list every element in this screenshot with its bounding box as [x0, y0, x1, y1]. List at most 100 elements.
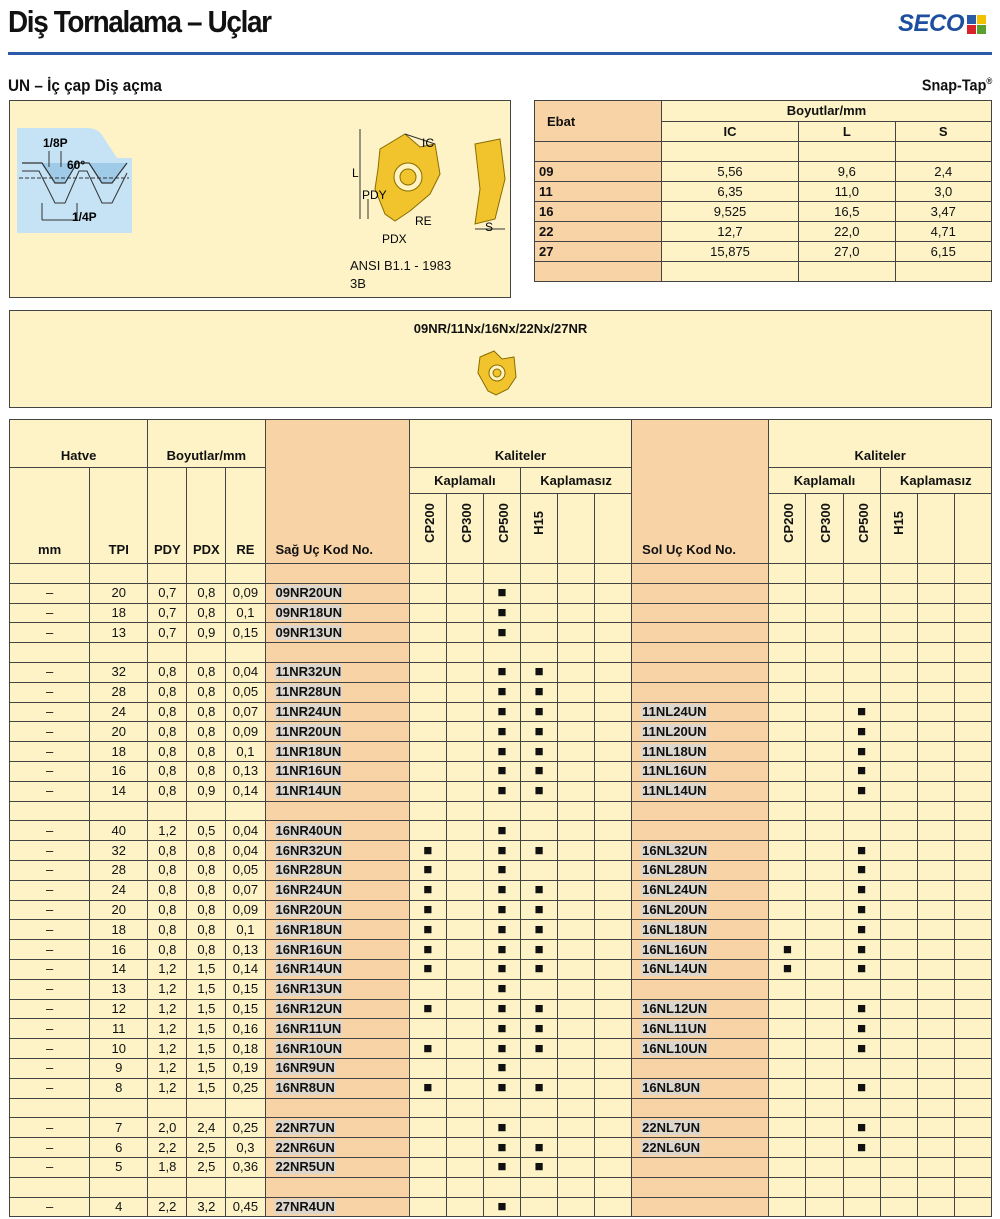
dimensions-group-header: Boyutlar/mm	[660, 100, 993, 122]
left-grade-cell	[768, 1077, 807, 1099]
right-code-cell: 16NR10UN	[264, 1038, 410, 1059]
left-grade-cell	[805, 701, 844, 723]
insert-icon	[477, 350, 517, 396]
left-code-cell	[631, 1196, 770, 1218]
l-cell: 16,5	[798, 201, 896, 222]
spacer	[534, 261, 662, 282]
right-grade-cell	[408, 760, 447, 782]
tpi-cell: 20	[89, 582, 149, 604]
pdx-cell: 0,8	[186, 681, 227, 703]
left-code-cell-text: 11NL18UN	[641, 743, 708, 759]
left-availability-mark: ■	[842, 760, 881, 782]
right-code-cell-text: 11NR14UN	[274, 783, 343, 799]
left-availability-mark: ■	[842, 859, 881, 881]
tolerance-class: 3B	[350, 276, 366, 291]
left-grade-cell	[768, 1057, 807, 1079]
spacer-row	[8, 642, 993, 663]
right-code-cell-text: 16NR28UN	[274, 862, 343, 878]
left-grade-cell	[879, 879, 918, 901]
re-cell: 0,25	[225, 1117, 266, 1139]
tpi-cell: 13	[89, 978, 149, 1000]
grade-header	[594, 493, 633, 564]
left-grade-cell	[916, 1196, 955, 1218]
pdy-cell: 1,2	[147, 998, 188, 1020]
right-grade-cell	[408, 978, 447, 1000]
mm-cell: –	[8, 958, 91, 980]
left-code-cell: 11NL14UN	[631, 780, 770, 802]
left-uncoated-header: Kaplamasız	[879, 467, 993, 494]
left-code-cell-text: 16NL11UN	[641, 1020, 708, 1036]
left-availability-mark: ■	[842, 879, 881, 901]
left-code-cell: 16NL16UN	[631, 939, 770, 960]
spacer-row	[8, 800, 993, 822]
spacer-cell	[879, 642, 918, 663]
spacer-cell	[953, 642, 993, 663]
spacer-cell	[594, 1176, 633, 1198]
right-availability-mark: ■	[482, 1156, 521, 1178]
left-grade-cell	[805, 1077, 844, 1099]
right-availability-mark: ■	[482, 582, 521, 604]
right-code-cell: 11NR28UN	[264, 681, 410, 703]
spacer	[660, 261, 800, 282]
spacer-cell	[557, 563, 596, 584]
right-grade-cell	[445, 701, 484, 723]
right-grade-cell	[445, 622, 484, 644]
re-cell: 0,07	[225, 879, 266, 901]
mm-cell: –	[8, 1038, 91, 1059]
right-grade-cell	[519, 602, 559, 624]
right-grade-cell	[445, 721, 484, 743]
mm-cell: –	[8, 998, 91, 1020]
right-availability-mark: ■	[482, 958, 521, 980]
right-code-cell-text: 16NR16UN	[274, 941, 343, 957]
spacer-cell	[631, 563, 770, 584]
mm-cell: –	[8, 1018, 91, 1040]
right-availability-mark: ■	[519, 958, 559, 980]
brand-text: Snap-Tap	[921, 77, 987, 95]
s-cell: 2,4	[894, 161, 993, 182]
right-grade-cell	[594, 840, 633, 861]
logo-square-yellow	[977, 14, 986, 24]
left-code-cell	[631, 622, 770, 644]
spacer-cell	[225, 563, 266, 584]
spacer-cell	[147, 1097, 188, 1119]
spacer-cell	[768, 563, 807, 584]
left-grade-cell	[916, 582, 955, 604]
left-availability-mark: ■	[842, 998, 881, 1020]
spacer-cell	[842, 800, 881, 822]
mm-cell: –	[8, 1077, 91, 1099]
mm-cell: –	[8, 622, 91, 644]
left-grade-cell	[916, 840, 955, 861]
right-availability-mark: ■	[408, 840, 447, 861]
right-code-cell: 16NR32UN	[264, 840, 410, 861]
mm-cell: –	[8, 820, 91, 842]
grade-header	[916, 493, 955, 564]
pdy-cell: 0,7	[147, 622, 188, 644]
spacer-cell	[519, 1097, 559, 1119]
right-grade-cell	[445, 840, 484, 861]
mm-cell: –	[8, 582, 91, 604]
right-grade-cell	[408, 661, 447, 683]
re-cell: 0,15	[225, 998, 266, 1020]
left-availability-mark: ■	[842, 741, 881, 762]
pdx-header: PDX	[186, 467, 227, 564]
re-cell: 0,13	[225, 939, 266, 960]
label-pdy: PDY	[362, 188, 387, 202]
left-grade-cell	[879, 721, 918, 743]
spacer-cell	[842, 642, 881, 663]
tpi-cell: 16	[89, 760, 149, 782]
spacer-cell	[264, 800, 410, 822]
left-code-cell: 16NL28UN	[631, 859, 770, 881]
left-grade-cell	[879, 760, 918, 782]
right-grade-cell	[445, 1018, 484, 1040]
grade-label: CP200	[421, 503, 437, 543]
pdy-cell: 1,2	[147, 820, 188, 842]
right-availability-mark: ■	[482, 741, 521, 762]
pdy-cell: 0,8	[147, 741, 188, 762]
